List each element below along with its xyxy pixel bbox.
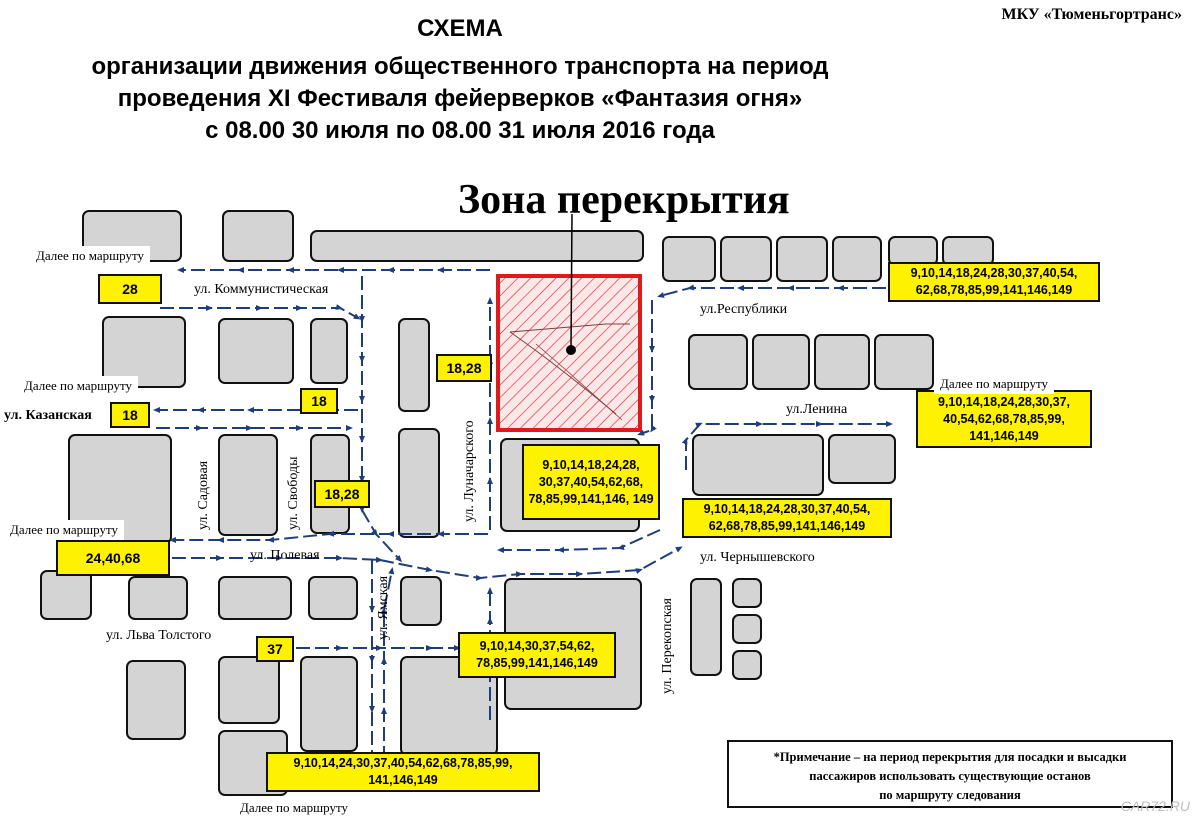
city-block: [398, 428, 440, 538]
route-box-chernyshevskogo: 9,10,14,18,24,28,30,37,40,54, 62,68,78,8…: [682, 498, 892, 538]
city-block: [300, 656, 358, 752]
closure-zone-title: Зона перекрытия: [458, 177, 790, 223]
route-box-lenina: 9,10,14,18,24,28,30,37, 40,54,62,68,78,8…: [916, 390, 1092, 448]
city-block: [732, 650, 762, 680]
route-box-18-28-top: 18,28: [436, 354, 492, 382]
city-block: [814, 334, 870, 390]
footnote-line-3: по маршруту следования: [879, 788, 1021, 802]
zone-pointer: [566, 214, 576, 355]
city-block: [128, 576, 188, 620]
city-block: [310, 230, 644, 262]
organization-name: МКУ «Тюменьгортранс»: [1001, 6, 1182, 23]
city-block: [40, 570, 92, 620]
street-label-lunacharskogo: ул. Луначарского: [462, 420, 477, 522]
city-block: [308, 576, 358, 620]
street-label-svobody: ул. Свободы: [286, 456, 301, 530]
city-block: [690, 578, 722, 676]
city-block: [942, 236, 994, 266]
city-block: [752, 334, 810, 390]
city-block: [662, 236, 716, 282]
route-box-24-40-68: 24,40,68: [56, 540, 170, 576]
route-box-18-kazanskaya: 18: [110, 402, 150, 428]
route-box-bottom: 9,10,14,24,30,37,40,54,62,68,78,85,99, 1…: [266, 752, 540, 792]
map-subtitle-line-1: организации движения общественного транс…: [91, 53, 829, 80]
route-box-yamskaya: 9,10,14,30,37,54,62, 78,85,99,141,146,14…: [458, 632, 616, 678]
further-route-label: Далее по маршруту: [18, 376, 138, 396]
watermark: CAR72.RU: [1120, 798, 1190, 814]
city-block: [398, 318, 430, 412]
city-block: [832, 236, 882, 282]
city-block: [732, 614, 762, 644]
city-block: [218, 576, 292, 620]
footnote-box: *Примечание – на период перекрытия для п…: [727, 740, 1173, 808]
further-route-label: Далее по маршруту: [30, 246, 150, 266]
route-box-respubliki: 9,10,14,18,24,28,30,37,40,54, 62,68,78,8…: [888, 262, 1100, 302]
map-title: СХЕМА: [417, 15, 503, 42]
street-label-polevaya: ул. Полевая: [250, 548, 320, 563]
street-label-lenina: ул.Ленина: [786, 402, 848, 417]
route-box-18-28-mid: 18,28: [314, 480, 370, 508]
street-label-kommunisticheskaya: ул. Коммунистическая: [194, 282, 329, 297]
street-label-respubliki: ул.Республики: [700, 302, 788, 317]
city-block: [776, 236, 828, 282]
city-block: [218, 656, 280, 724]
street-label-kazanskaya: ул. Казанская: [4, 408, 92, 423]
footnote-line-1: *Примечание – на период перекрытия для п…: [773, 750, 1127, 764]
city-block: [310, 318, 348, 384]
route-box-37: 37: [256, 636, 294, 662]
street-label-chernyshevskogo: ул. Чернышевского: [700, 550, 815, 565]
city-block: [218, 434, 278, 536]
route-box-center: 9,10,14,18,24,28, 30,37,40,54,62,68, 78,…: [522, 444, 660, 520]
street-label-yamskaya: ул. Ямская: [376, 575, 391, 640]
footnote-line-2: пассажиров использовать существующие ост…: [809, 769, 1091, 783]
map-subtitle-line-3: с 08.00 30 июля по 08.00 31 июля 2016 го…: [205, 117, 715, 144]
city-block: [732, 578, 762, 608]
city-block: [222, 210, 294, 262]
street-label-perekopskaya: ул. Перекопская: [660, 598, 675, 694]
street-label-lva-tolstogo: ул. Льва Толстого: [106, 628, 212, 643]
further-route-label: Далее по маршруту: [934, 374, 1054, 394]
map-subtitle-line-2: проведения XI Фестиваля фейерверков «Фан…: [117, 85, 803, 112]
city-block: [400, 576, 442, 626]
further-route-label: Далее по маршруту: [4, 520, 124, 540]
route-box-18-svobody: 18: [300, 388, 338, 414]
city-block: [874, 334, 934, 390]
further-route-label: Далее по маршруту: [234, 798, 354, 818]
city-block: [720, 236, 772, 282]
city-block: [688, 334, 748, 390]
street-label-sadovaya: ул. Садовая: [196, 460, 211, 530]
route-box-28: 28: [98, 274, 162, 304]
city-block: [126, 660, 186, 740]
